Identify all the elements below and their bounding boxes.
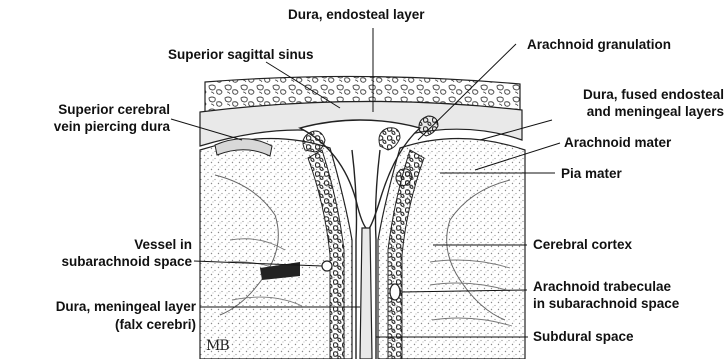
label-vessel-line1: Vessel in — [12, 236, 192, 253]
label-dura-endosteal: Dura, endosteal layer — [288, 6, 425, 23]
label-cerebral-cortex: Cerebral cortex — [533, 236, 632, 253]
label-superior-cerebral-vein-line1: Superior cerebral — [12, 101, 170, 118]
label-vessel-line2: subarachnoid space — [12, 253, 192, 270]
subarachnoid-vessel — [322, 261, 332, 271]
label-pia-mater: Pia mater — [561, 165, 622, 182]
label-dura-fused-line1: Dura, fused endosteal — [548, 86, 724, 103]
label-dura-fused-line2: and meningeal layers — [548, 103, 724, 120]
label-arachnoid-trabeculae-line1: Arachnoid trabeculae — [533, 278, 671, 295]
label-superior-sagittal-sinus: Superior sagittal sinus — [168, 46, 314, 63]
label-dura-meningeal-line1: Dura, meningeal layer — [6, 298, 196, 315]
label-subdural-space: Subdural space — [533, 328, 634, 345]
artist-signature: MB — [206, 338, 229, 354]
label-superior-cerebral-vein-line2: vein piercing dura — [12, 118, 170, 135]
trabeculae-marker — [390, 284, 400, 300]
label-arachnoid-granulation: Arachnoid granulation — [527, 36, 671, 53]
label-arachnoid-trabeculae-line2: in subarachnoid space — [533, 295, 679, 312]
label-dura-meningeal-line2: (falx cerebri) — [6, 316, 196, 333]
label-arachnoid-mater: Arachnoid mater — [564, 134, 671, 151]
